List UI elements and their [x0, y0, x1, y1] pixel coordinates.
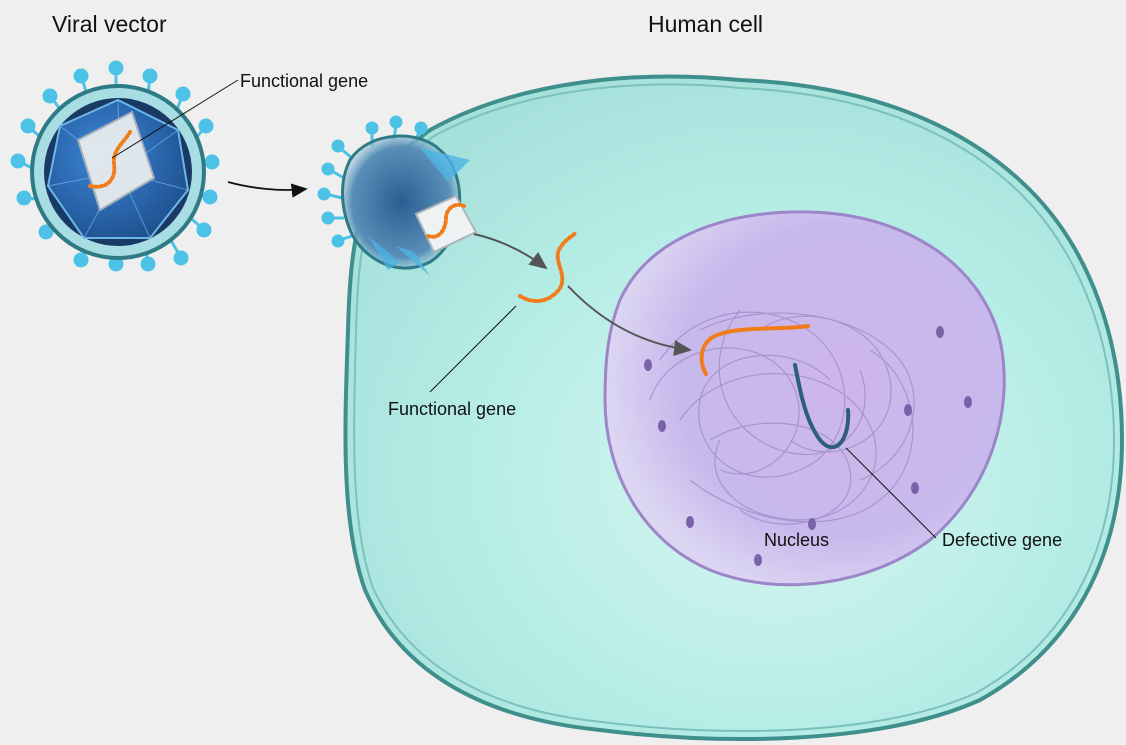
defective-gene — [793, 363, 851, 449]
inserted-functional-gene — [699, 324, 810, 376]
nuclear-pores — [644, 326, 972, 566]
viral-vector — [10, 60, 220, 272]
chromatin — [649, 309, 915, 525]
functional-gene-vector-label: Functional gene — [240, 71, 369, 91]
leader-defective-gene — [845, 447, 937, 539]
capsid-shard-3 — [368, 236, 400, 270]
leader-functional-gene-cell — [429, 305, 517, 393]
nucleus-label: Nucleus — [764, 530, 830, 550]
capsid-shard-1 — [420, 148, 470, 182]
cell-membrane-inner — [353, 83, 1116, 732]
arrow-gene-to-nucleus — [567, 285, 692, 357]
human-cell-title: Human cell — [648, 11, 764, 37]
virus-functional-gene — [88, 130, 132, 189]
released-gene-in-capsule — [426, 202, 466, 239]
nucleus-body — [603, 210, 1006, 587]
nucleus — [603, 210, 1006, 587]
leader-functional-gene-vector — [111, 79, 239, 159]
arrow-capsule-to-gene — [473, 233, 548, 270]
defective-gene-label: Defective gene — [942, 530, 1063, 550]
fusing-virus — [317, 115, 478, 276]
arrow-virus-to-cell — [227, 181, 308, 198]
free-functional-gene — [518, 230, 578, 304]
viral-vector-title: Viral vector — [52, 11, 167, 37]
capsid-shard-2 — [396, 246, 430, 276]
functional-gene-cell-label: Functional gene — [388, 399, 517, 419]
